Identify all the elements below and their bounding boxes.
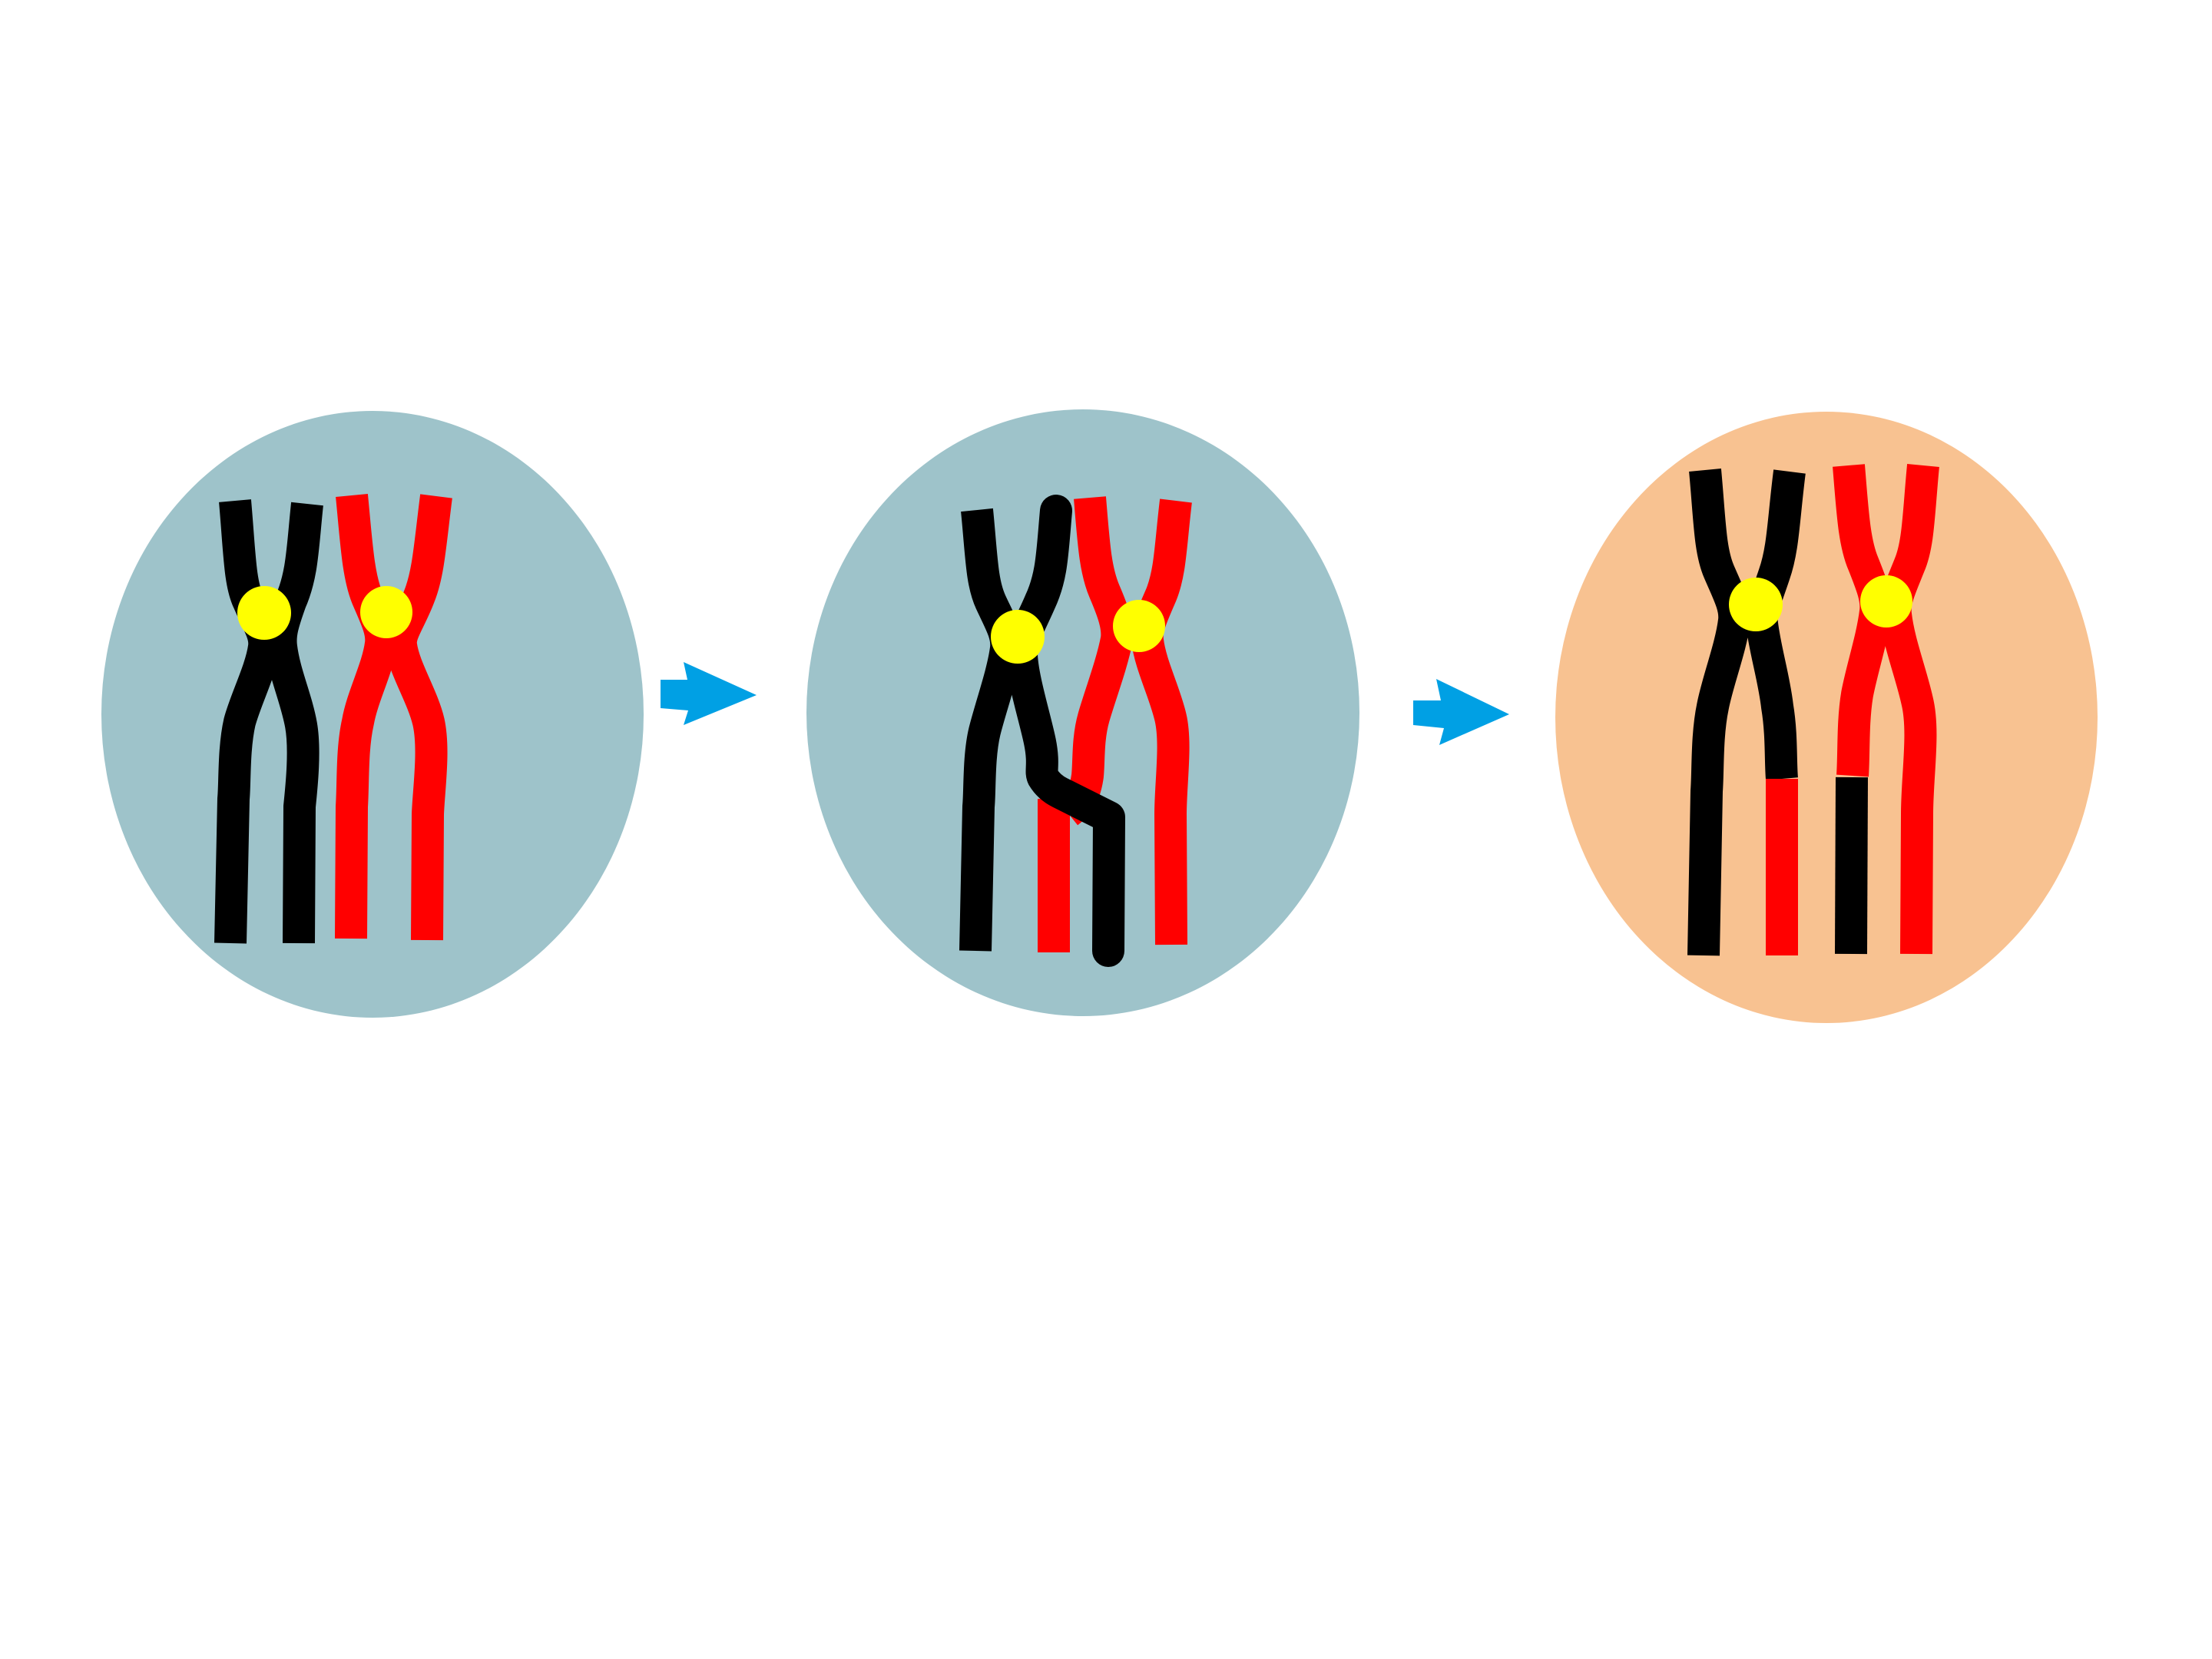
chromatid-black-tip-on-red xyxy=(1835,777,1868,955)
chromatid-red-left xyxy=(335,493,398,939)
centromere-black-3 xyxy=(1729,578,1783,631)
chromatid-red-right xyxy=(384,494,452,941)
arrow-right-icon xyxy=(1413,679,1509,745)
arrow-right-icon xyxy=(661,662,757,725)
chromosome-red-1 xyxy=(335,493,452,941)
stage-3-recombinant xyxy=(1555,412,2098,1023)
chromatid-red-left xyxy=(1057,496,1134,826)
chromatid-black-right xyxy=(264,502,323,944)
cell-3 xyxy=(1555,412,2098,1023)
centromere-red-3 xyxy=(1860,575,1912,628)
chromosome-black-1 xyxy=(214,499,323,944)
chromatid-black-crossover xyxy=(1005,495,1125,967)
stage-1-homologous-pair xyxy=(101,411,644,1018)
centromere-black-2 xyxy=(991,610,1045,664)
centromere-black-1 xyxy=(237,586,291,640)
chromatid-black-left xyxy=(214,499,281,944)
centromere-red-2 xyxy=(1113,600,1165,652)
centromere-red-1 xyxy=(360,586,412,638)
chromatid-black-left xyxy=(1687,469,1751,956)
stage-2-crossing-over xyxy=(806,409,1359,1016)
